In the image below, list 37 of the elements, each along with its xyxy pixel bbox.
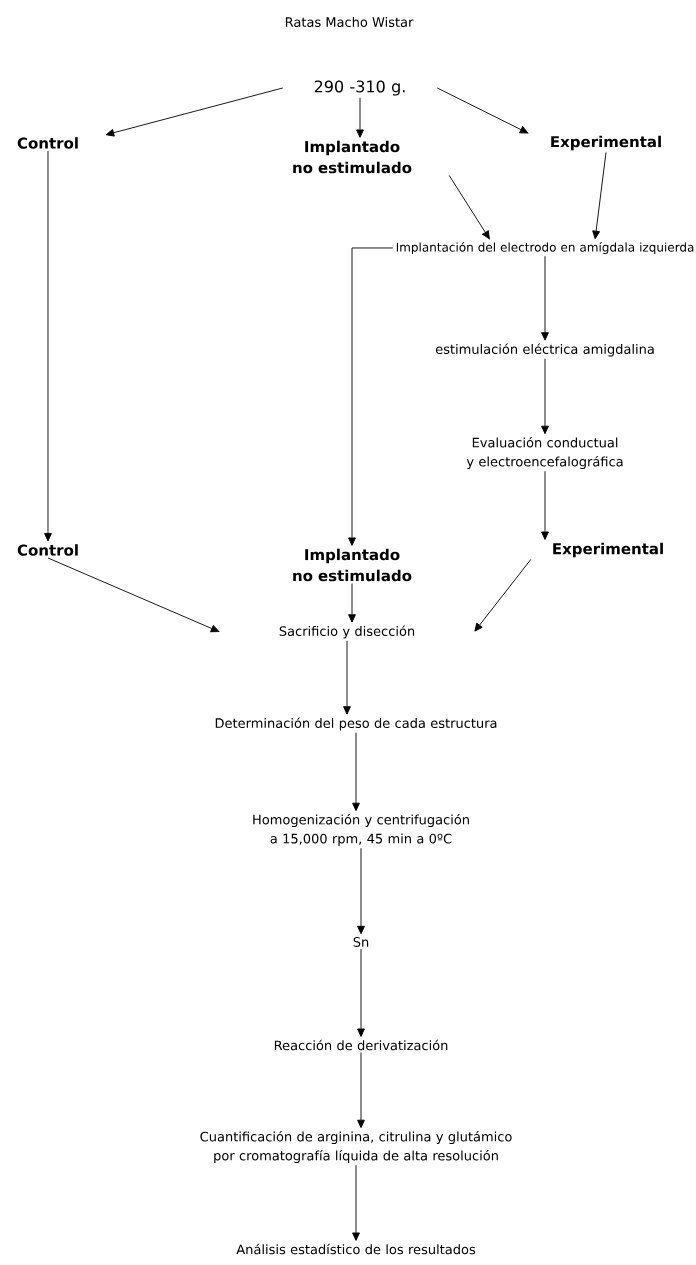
step-label: Implantación del electrodo en amígdala izquierda bbox=[396, 241, 694, 255]
step-label: Determinación del peso de cada estructura bbox=[215, 717, 497, 731]
group-label: Implantado no estimulado bbox=[293, 140, 412, 174]
arrow bbox=[436, 87, 529, 134]
step-label: Reacción de derivatización bbox=[274, 1039, 448, 1051]
step-label: Evaluación conductual y electroencefalográfica bbox=[466, 436, 623, 470]
arrow bbox=[357, 948, 365, 1037]
arrow bbox=[348, 247, 394, 546]
arrow bbox=[352, 1164, 360, 1241]
arrow bbox=[541, 470, 549, 540]
step-label: Sn bbox=[353, 937, 369, 947]
group-label: Control bbox=[17, 137, 78, 149]
arrow bbox=[541, 358, 549, 435]
group-label: Experimental bbox=[551, 135, 661, 151]
arrow bbox=[474, 559, 532, 632]
step-label: Sacrificio y disección bbox=[279, 625, 415, 639]
arrow bbox=[357, 847, 365, 935]
arrow bbox=[541, 255, 549, 341]
arrow bbox=[352, 732, 360, 812]
arrow bbox=[356, 97, 364, 138]
arrow bbox=[357, 1052, 365, 1129]
group-label: Implantado no estimulado bbox=[293, 548, 412, 582]
group-label: Experimental bbox=[553, 542, 663, 558]
arrow bbox=[105, 87, 284, 137]
step-label: Cuantificación de arginina, citrulina y glutámico por cromatografía líquida de alta resolución bbox=[200, 1130, 512, 1164]
arrow bbox=[343, 640, 351, 715]
step-label: Análisis estadístico de los resultados bbox=[236, 1243, 476, 1255]
step-label: Homogenización y centrifugación a 15,000 rpm, 45 min a 0ºC bbox=[253, 813, 469, 847]
arrow bbox=[592, 152, 607, 240]
group-label: Control bbox=[17, 544, 78, 556]
arrow bbox=[44, 150, 52, 542]
title: Ratas Macho Wistar bbox=[285, 16, 414, 27]
weight-label: 290 -310 g. bbox=[314, 80, 405, 96]
step-label: estimulación eléctrica amigdalina bbox=[435, 343, 654, 357]
arrow bbox=[348, 583, 356, 623]
arrow bbox=[47, 557, 220, 633]
arrow bbox=[448, 175, 490, 240]
